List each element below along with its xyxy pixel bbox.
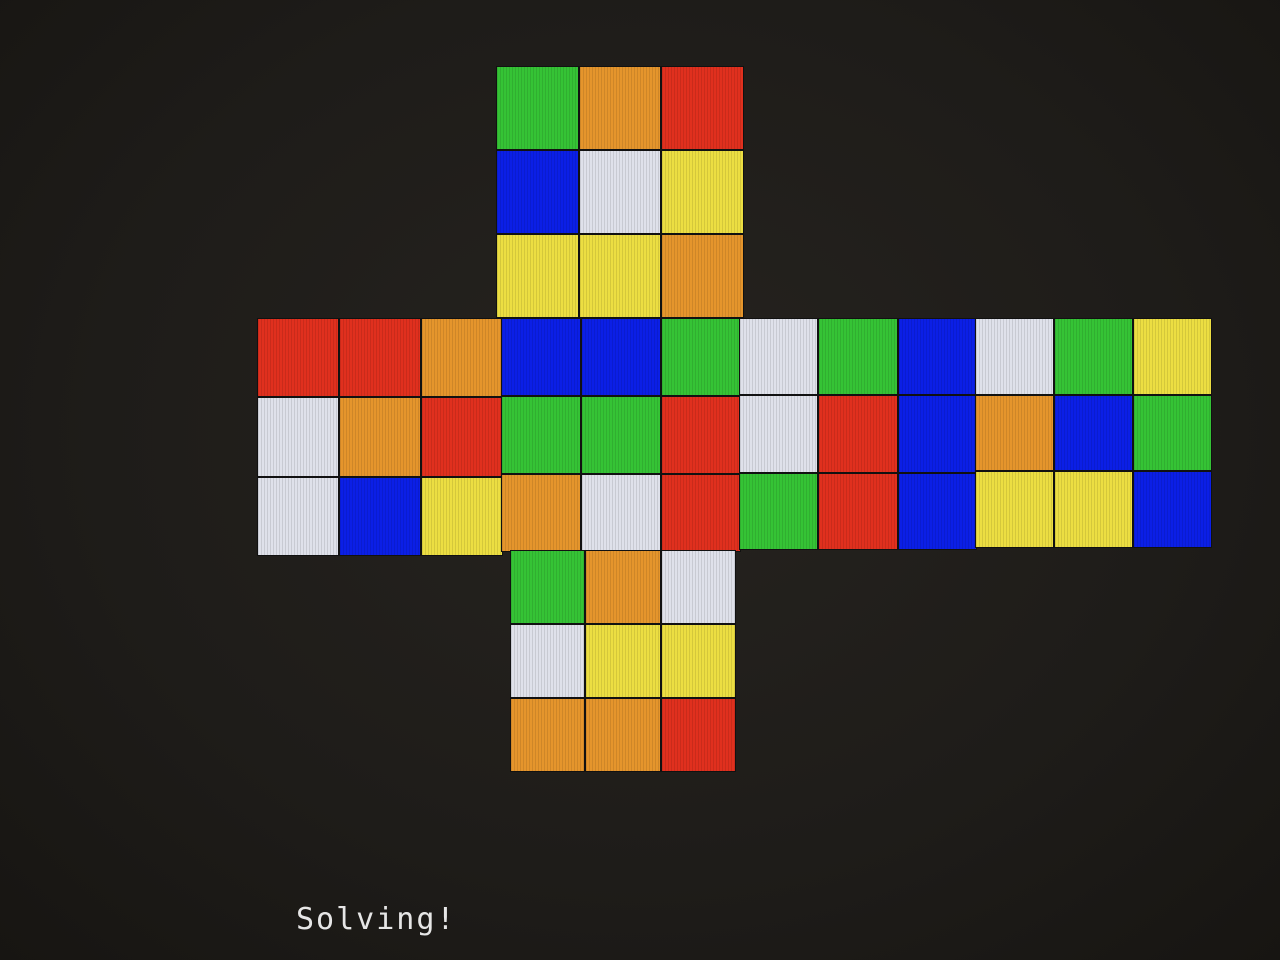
sticker-left-8 — [422, 477, 502, 555]
sticker-back-6 — [976, 472, 1053, 547]
sticker-left-5 — [422, 398, 502, 476]
sticker-down-7 — [586, 699, 660, 771]
sticker-right-7 — [819, 473, 897, 549]
sticker-front-5 — [662, 397, 740, 473]
sticker-up-1 — [579, 67, 661, 149]
status-message: Solving! — [296, 902, 457, 937]
sticker-right-1 — [819, 319, 897, 395]
cube-face-up — [496, 66, 744, 318]
sticker-down-2 — [661, 551, 735, 623]
sticker-back-5 — [1134, 395, 1211, 471]
sticker-up-2 — [662, 67, 743, 149]
sticker-up-7 — [579, 235, 661, 317]
sticker-left-6 — [258, 477, 338, 555]
sticker-front-1 — [582, 319, 660, 395]
sticker-back-8 — [1134, 472, 1211, 547]
sticker-front-8 — [662, 475, 740, 551]
sticker-down-0 — [511, 551, 585, 623]
sticker-down-8 — [661, 699, 735, 771]
sticker-right-4 — [819, 396, 897, 472]
cube-face-front — [501, 318, 741, 552]
sticker-back-2 — [1134, 319, 1211, 394]
cube-face-right — [739, 318, 977, 550]
sticker-front-7 — [582, 475, 660, 551]
sticker-up-3 — [497, 151, 578, 233]
sticker-left-2 — [422, 319, 502, 397]
sticker-back-4 — [1055, 395, 1132, 471]
sticker-left-3 — [258, 398, 338, 476]
sticker-up-0 — [497, 67, 578, 149]
sticker-left-7 — [340, 477, 420, 555]
sticker-right-6 — [740, 473, 818, 549]
sticker-front-6 — [502, 475, 580, 551]
sticker-up-4 — [579, 151, 661, 233]
sticker-back-1 — [1055, 319, 1132, 394]
sticker-right-0 — [740, 319, 818, 395]
sticker-up-6 — [497, 235, 578, 317]
sticker-down-1 — [586, 551, 660, 623]
sticker-back-3 — [976, 395, 1053, 471]
sticker-right-5 — [898, 396, 976, 472]
cube-face-back — [975, 318, 1212, 548]
sticker-front-0 — [502, 319, 580, 395]
sticker-up-8 — [662, 235, 743, 317]
sticker-down-6 — [511, 699, 585, 771]
sticker-right-3 — [740, 396, 818, 472]
sticker-down-4 — [586, 625, 660, 697]
sticker-left-1 — [340, 319, 420, 397]
sticker-up-5 — [662, 151, 743, 233]
sticker-right-8 — [898, 473, 976, 549]
sticker-front-3 — [502, 397, 580, 473]
sticker-down-3 — [511, 625, 585, 697]
cube-face-down — [510, 550, 736, 772]
sticker-left-0 — [258, 319, 338, 397]
sticker-front-2 — [662, 319, 740, 395]
sticker-left-4 — [340, 398, 420, 476]
sticker-back-7 — [1055, 472, 1132, 547]
sticker-front-4 — [582, 397, 660, 473]
sticker-back-0 — [976, 319, 1053, 394]
sticker-right-2 — [898, 319, 976, 395]
cube-face-left — [257, 318, 503, 556]
sticker-down-5 — [661, 625, 735, 697]
